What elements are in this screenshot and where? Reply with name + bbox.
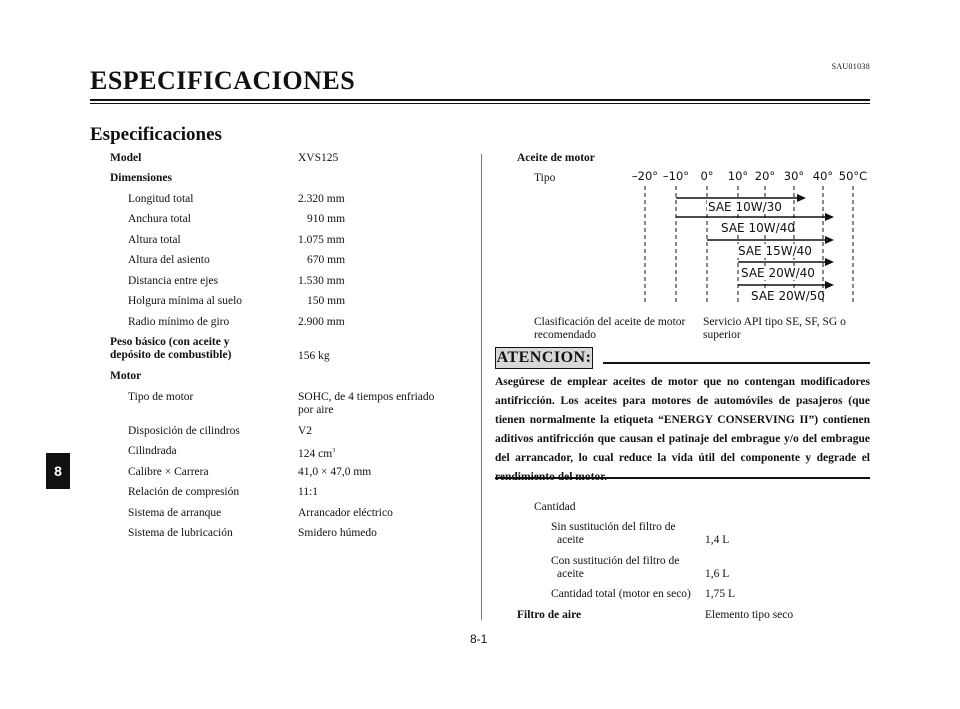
disposicion-label: Disposición de cilindros xyxy=(128,425,240,437)
section-title: Especificaciones xyxy=(90,124,222,145)
motor-tipo-value-1: SOHC, de 4 tiempos enfriado xyxy=(298,391,435,403)
dim-value: 910 mm xyxy=(307,213,346,225)
model-value: XVS125 xyxy=(298,152,339,164)
peso-label-1: Peso básico (con aceite y xyxy=(110,336,230,348)
cantidad-total-value: 1,75 L xyxy=(705,588,736,600)
oil-grade-label: SAE 20W/40 xyxy=(741,266,815,280)
arranque-value: Arrancador eléctrico xyxy=(298,507,393,519)
arranque-label: Sistema de arranque xyxy=(128,507,222,519)
dim-value: 2.900 mm xyxy=(298,316,345,328)
arrow-head xyxy=(825,281,834,289)
clasificacion-value-2: superior xyxy=(703,329,741,341)
filtro-aire-value: Elemento tipo seco xyxy=(705,609,794,621)
dim-label: Holgura mínima al suelo xyxy=(128,295,243,307)
dim-value: 1.530 mm xyxy=(298,275,345,287)
oil-grade-label: SAE 10W/40 xyxy=(721,221,795,235)
dim-label: Radio mínimo de giro xyxy=(128,316,230,328)
motor-tipo-value-2: por aire xyxy=(298,404,334,416)
motor-label: Motor xyxy=(110,370,142,382)
dim-value: 1.075 mm xyxy=(298,234,345,246)
con-filtro-value: 1,6 L xyxy=(705,568,730,580)
arrow-head xyxy=(825,213,834,221)
arrow-head xyxy=(825,236,834,244)
compresion-value: 11:1 xyxy=(298,486,319,498)
clasificacion-value-1: Servicio API tipo SE, SF, SG o xyxy=(703,316,846,328)
chapter-tab: 8 xyxy=(46,453,70,489)
temp-label: 30° xyxy=(784,169,804,183)
page-title: ESPECIFICACIONES xyxy=(90,66,356,95)
temp-label: 10° xyxy=(728,169,748,183)
dim-value: 150 mm xyxy=(307,295,346,307)
con-filtro-label-2: aceite xyxy=(557,568,584,580)
temp-label: 0° xyxy=(700,169,713,183)
temp-label: –20° xyxy=(632,169,658,183)
arrow-head xyxy=(797,194,806,202)
oil-grade-label: SAE 20W/50 xyxy=(751,289,825,303)
dim-value: 670 mm xyxy=(307,254,346,266)
temp-label: 20° xyxy=(755,169,775,183)
oil-grade-label: SAE 10W/30 xyxy=(708,200,782,214)
document-code: SAU01038 xyxy=(831,62,870,71)
motor-tipo-label: Tipo de motor xyxy=(128,391,194,403)
con-filtro-label-1: Con sustitución del filtro de xyxy=(551,555,680,567)
compresion-label: Relación de compresión xyxy=(128,486,240,498)
dim-value: 2.320 mm xyxy=(298,193,345,205)
dimensiones-label: Dimensiones xyxy=(110,172,172,184)
label-bg xyxy=(707,200,777,214)
arrow-head xyxy=(825,258,834,266)
calibre-value: 41,0 × 47,0 mm xyxy=(298,466,372,478)
tipo-label: Tipo xyxy=(534,172,556,184)
temp-label: –10° xyxy=(663,169,689,183)
dim-label: Anchura total xyxy=(128,213,191,225)
oil-viscosity-diagram: –20° –10° 0° 10° 20° 30° 40° 50°C xyxy=(632,169,867,303)
title-rule-thin xyxy=(90,103,870,104)
dim-label: Distancia entre ejes xyxy=(128,275,219,287)
dim-label: Longitud total xyxy=(128,193,194,205)
label-bg xyxy=(750,289,822,303)
aceite-label: Aceite de motor xyxy=(517,152,595,164)
cilindrada-label: Cilindrada xyxy=(128,445,177,457)
lubricacion-value: Smidero húmedo xyxy=(298,527,377,539)
oil-grade-label: SAE 15W/40 xyxy=(738,244,812,258)
cantidad-total-label: Cantidad total (motor en seco) xyxy=(551,588,691,600)
cilindrada-superscript: 3 xyxy=(332,448,336,454)
sin-filtro-label-2: aceite xyxy=(557,534,584,546)
sin-filtro-value: 1,4 L xyxy=(705,534,730,546)
label-bg xyxy=(720,221,790,235)
clasificacion-label-1: Clasificación del aceite de motor xyxy=(534,316,686,328)
clasificacion-label-2: recomendado xyxy=(534,329,596,341)
sin-filtro-label-1: Sin sustitución del filtro de xyxy=(551,521,676,533)
title-rule-thick xyxy=(90,99,870,101)
cilindrada-value: 124 cm3 xyxy=(298,444,335,461)
peso-label-2: depósito de combustible) xyxy=(110,349,232,361)
temp-label: 40° xyxy=(813,169,833,183)
label-bg xyxy=(740,266,812,280)
calibre-label: Calibre × Carrera xyxy=(128,466,209,478)
lubricacion-label: Sistema de lubricación xyxy=(128,527,233,539)
dim-label: Altura total xyxy=(128,234,181,246)
atencion-end-rule xyxy=(495,477,870,479)
peso-value: 156 kg xyxy=(298,350,330,362)
temp-label: 50°C xyxy=(839,169,867,183)
label-bg xyxy=(737,244,809,258)
atencion-rule xyxy=(603,362,870,364)
atencion-text: Asegúrese de emplear aceites de motor qu… xyxy=(495,376,870,483)
cantidad-label: Cantidad xyxy=(534,501,576,513)
page-number: 8-1 xyxy=(470,632,488,646)
cilindrada-number: 124 cm xyxy=(298,447,333,460)
model-label: Model xyxy=(110,152,142,164)
atencion-heading: ATENCION: xyxy=(495,347,593,369)
filtro-aire-label: Filtro de aire xyxy=(517,609,582,621)
dim-label: Altura del asiento xyxy=(128,254,210,266)
column-divider xyxy=(481,154,482,620)
disposicion-value: V2 xyxy=(298,425,313,437)
